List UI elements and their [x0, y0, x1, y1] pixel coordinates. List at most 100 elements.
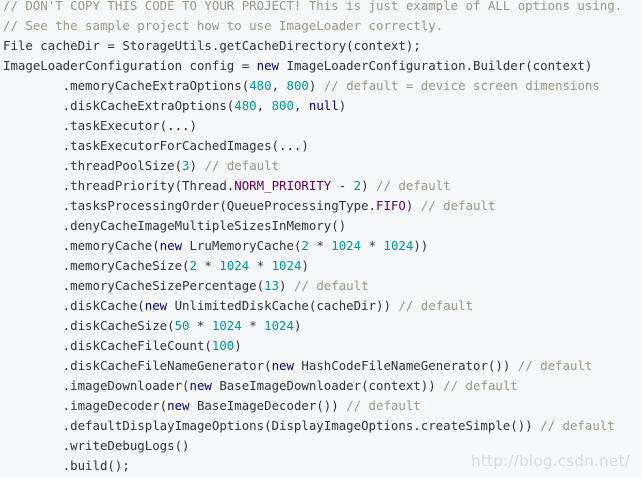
code-text: )	[301, 138, 309, 153]
code-text: UnlimitedDiskCache(cacheDir))	[167, 298, 399, 313]
code-comment: // default	[346, 398, 421, 413]
code-keyword: new	[189, 378, 212, 393]
code-listing: // DON'T COPY THIS CODE TO YOUR PROJECT!…	[3, 0, 622, 476]
code-comment: // DON'T COPY THIS CODE TO YOUR PROJECT!…	[3, 0, 623, 13]
code-text: .diskCacheSize(	[3, 318, 175, 333]
code-text: )	[361, 178, 377, 193]
code-text: )	[308, 78, 324, 93]
code-number: 50	[174, 318, 190, 333]
code-text: .diskCache(	[3, 298, 145, 313]
code-text: ImageLoaderConfiguration.Builder(context…	[279, 58, 593, 73]
code-number: 1024	[219, 258, 250, 273]
code-line: .threadPoolSize(3) // default	[3, 156, 622, 176]
code-keyword: new	[144, 298, 168, 313]
code-line: .memoryCacheExtraOptions(480, 800) // de…	[3, 76, 622, 96]
code-line: .defaultDisplayImageOptions(DisplayImage…	[3, 416, 622, 436]
code-text: ,	[256, 98, 272, 113]
code-comment: // default	[540, 418, 615, 433]
code-line: .imageDownloader(new BaseImageDownloader…	[3, 376, 622, 396]
code-comment: // default	[420, 198, 496, 213]
code-text: ImageLoaderConfiguration config =	[3, 58, 257, 73]
code-text: )	[293, 318, 302, 333]
code-text: LruMemoryCache(	[182, 238, 302, 253]
code-line: .diskCache(new UnlimitedDiskCache(cacheD…	[3, 296, 622, 316]
code-number: 480	[234, 98, 257, 113]
code-line: ImageLoaderConfiguration config = new Im…	[3, 56, 622, 76]
code-text: *	[249, 258, 272, 273]
code-number: 2	[301, 238, 309, 253]
code-number: 2	[189, 258, 197, 273]
code-line: .denyCacheImageMultipleSizesInMemory()	[3, 216, 622, 236]
code-number: 1024	[383, 238, 414, 253]
code-text: *	[196, 258, 220, 273]
code-text: File cacheDir = StorageUtils.getCacheDir…	[3, 38, 421, 53]
code-text: .taskExecutor(	[3, 118, 168, 133]
code-keyword: new	[159, 238, 183, 253]
code-text: BaseImageDecoder())	[189, 398, 347, 413]
code-comment: // default	[398, 298, 474, 313]
code-number: 2	[353, 178, 362, 193]
code-line: .writeDebugLogs()	[3, 436, 622, 456]
code-number: 100	[211, 338, 235, 353]
code-number: 3	[182, 158, 190, 173]
code-text: ,	[271, 78, 287, 93]
code-keyword: ...	[279, 138, 302, 153]
code-number: 1024	[211, 318, 242, 333]
code-line: File cacheDir = StorageUtils.getCacheDir…	[3, 36, 622, 56]
code-text: )	[405, 198, 421, 213]
code-text: )	[189, 118, 197, 133]
code-text: .memoryCacheSizePercentage(	[3, 278, 265, 293]
code-line: .diskCacheFileNameGenerator(new HashCode…	[3, 356, 622, 376]
code-text: *	[308, 238, 332, 253]
code-comment: // default	[376, 178, 451, 193]
code-number: 1024	[331, 238, 362, 253]
code-text: .denyCacheImageMultipleSizesInMemory()	[3, 218, 347, 233]
code-comment: // default	[517, 358, 593, 373]
code-comment: // See the sample project how to use Ima…	[3, 18, 444, 33]
code-keyword: null	[308, 98, 339, 113]
code-text: )	[189, 158, 205, 173]
code-text: )	[234, 338, 242, 353]
code-text: .taskExecutorForCachedImages(	[3, 138, 280, 153]
code-keyword: new	[271, 358, 294, 373]
watermark: http://blog.csdn.net/	[471, 452, 630, 470]
code-line: .taskExecutorForCachedImages(...)	[3, 136, 622, 156]
code-text: )	[279, 278, 294, 293]
code-text: .diskCacheFileNameGenerator(	[3, 358, 272, 373]
code-number: 13	[264, 278, 280, 293]
code-keyword: new	[167, 398, 190, 413]
code-comment: // default	[443, 378, 518, 393]
code-line: .tasksProcessingOrder(QueueProcessingTyp…	[3, 196, 622, 216]
code-line: .imageDecoder(new BaseImageDecoder()) //…	[3, 396, 622, 416]
code-line: .memoryCacheSize(2 * 1024 * 1024)	[3, 256, 622, 276]
code-text: ))	[413, 238, 429, 253]
code-text: HashCodeFileNameGenerator())	[293, 358, 518, 373]
code-text: .tasksProcessingOrder(QueueProcessingTyp…	[3, 198, 376, 213]
code-text: .diskCacheExtraOptions(	[3, 98, 235, 113]
code-line: .threadPriority(Thread.NORM_PRIORITY - 2…	[3, 176, 622, 196]
code-line: .diskCacheSize(50 * 1024 * 1024)	[3, 316, 622, 336]
code-text: .imageDecoder(	[3, 398, 168, 413]
code-constant: NORM_PRIORITY	[234, 178, 332, 193]
code-number: 800	[286, 78, 309, 93]
code-text: )	[301, 258, 309, 273]
code-number: 1024	[264, 318, 294, 333]
code-number: 1024	[271, 258, 302, 273]
code-keyword: new	[256, 58, 280, 73]
code-line: // DON'T COPY THIS CODE TO YOUR PROJECT!…	[3, 0, 622, 16]
code-number: 480	[249, 78, 272, 93]
code-keyword: ...	[167, 118, 190, 133]
code-text: *	[189, 318, 212, 333]
code-text: .memoryCache(	[3, 238, 160, 253]
code-line: .build();	[3, 456, 622, 476]
code-line: .memoryCacheSizePercentage(13) // defaul…	[3, 276, 622, 296]
code-text: .build();	[3, 458, 130, 473]
code-line: .memoryCache(new LruMemoryCache(2 * 1024…	[3, 236, 622, 256]
code-line: .diskCacheFileCount(100)	[3, 336, 622, 356]
code-text: .defaultDisplayImageOptions(DisplayImage…	[3, 418, 541, 433]
code-line: // See the sample project how to use Ima…	[3, 16, 622, 36]
code-text: *	[361, 238, 384, 253]
code-text: .threadPriority(Thread.	[3, 178, 235, 193]
code-text: .memoryCacheSize(	[3, 258, 190, 273]
